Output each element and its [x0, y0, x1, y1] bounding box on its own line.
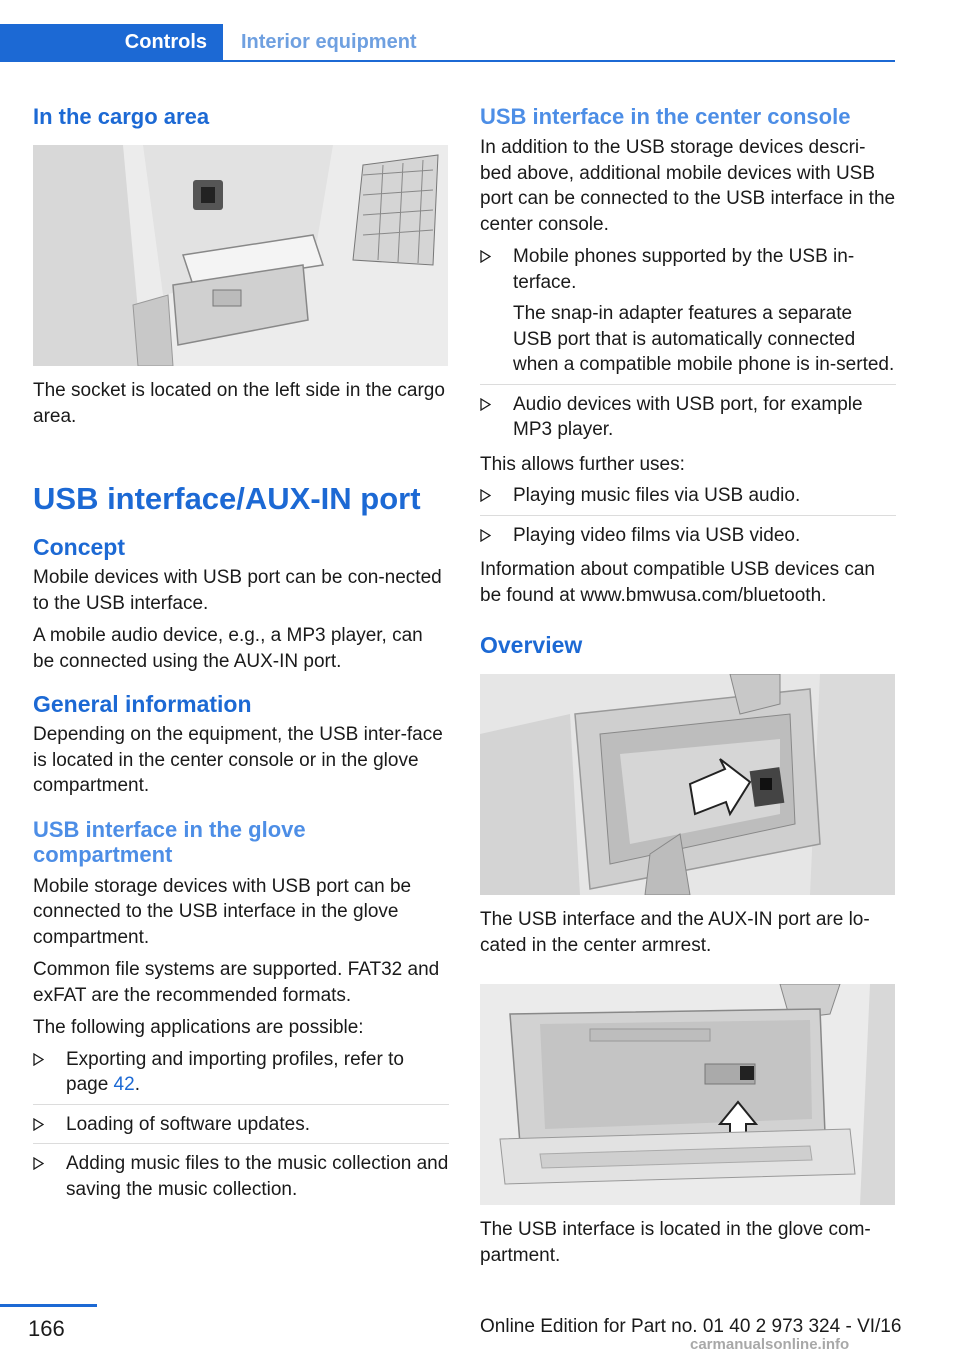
glove-usb-paragraph-2: Common file systems are supported. FAT32… — [33, 959, 440, 1006]
list-item-text-end: . — [134, 1074, 140, 1095]
cargo-area-figure — [33, 145, 448, 366]
list-item: Playing music files via USB audio. — [480, 483, 896, 516]
list-item-text: Loading of software updates. — [66, 1113, 311, 1135]
glove-usb-paragraph-1: Mobile storage devices with USB port can… — [33, 875, 412, 948]
further-uses-list: Playing music files via USB audio. Playi… — [480, 483, 896, 554]
page-number: 166 — [28, 1316, 65, 1341]
list-item-text: Exporting and importing profiles, refer … — [66, 1048, 404, 1096]
list-item: Exporting and importing profiles, refer … — [33, 1047, 449, 1105]
triangle-bullet-icon — [480, 397, 491, 411]
armrest-caption: The USB interface and the AUX-IN port ar… — [480, 909, 870, 956]
triangle-bullet-icon — [33, 1117, 44, 1131]
edition-info: Online Edition for Part no. 01 40 2 973 … — [480, 1316, 902, 1337]
console-usb-heading: USB interface in the center console — [480, 104, 851, 129]
compatible-devices-info: Information about compatible USB devices… — [480, 559, 875, 606]
tab-interior-equipment[interactable]: Interior equipment — [241, 31, 417, 53]
list-item-text: Playing video films via USB video. — [513, 524, 801, 546]
tab-controls[interactable]: Controls — [0, 24, 223, 61]
console-usb-paragraph: In addition to the USB storage devices d… — [480, 137, 896, 235]
concept-heading: Concept — [33, 534, 125, 560]
list-item-text: Audio devices with USB port, for example… — [513, 393, 863, 441]
triangle-bullet-icon — [33, 1157, 44, 1170]
triangle-bullet-icon — [480, 250, 491, 263]
page-reference-link[interactable]: 42 — [113, 1074, 135, 1095]
triangle-bullet-icon — [33, 1052, 44, 1066]
overview-heading: Overview — [480, 632, 583, 658]
list-item: Audio devices with USB port, for example… — [480, 392, 896, 449]
list-item-text: Adding music files to the music collecti… — [66, 1153, 449, 1200]
applications-list: Exporting and importing profiles, refer … — [33, 1047, 449, 1209]
chapter-header: Controls Interior equipment — [0, 24, 895, 62]
left-column: In the cargo area The socket is located … — [33, 100, 449, 1215]
glove-usb-paragraph-3: The following applications are possible: — [33, 1017, 364, 1038]
cargo-area-caption: The socket is located on the left side i… — [33, 380, 445, 427]
concept-paragraph-1: Mobile devices with USB port can be con-… — [33, 567, 442, 614]
usb-aux-heading: USB interface/AUX-IN port — [33, 481, 421, 516]
center-armrest-figure — [480, 674, 895, 895]
general-information-heading: General information — [33, 691, 252, 717]
triangle-bullet-icon — [480, 489, 491, 502]
further-uses-intro: This allows further uses: — [480, 453, 685, 475]
list-item: Loading of software updates. — [33, 1112, 449, 1144]
general-information-paragraph: Depending on the equipment, the USB inte… — [33, 724, 443, 796]
watermark: carmanualsonline.info — [690, 1336, 850, 1353]
list-item: Playing video films via USB video. — [480, 523, 896, 555]
list-item: Mobile phones supported by the USB in-te… — [480, 244, 896, 385]
footer-accent-line — [0, 1304, 97, 1307]
triangle-bullet-icon — [480, 528, 491, 542]
list-item: Adding music files to the music collecti… — [33, 1151, 449, 1208]
glove-compartment-figure — [480, 984, 895, 1205]
supported-devices-list: Mobile phones supported by the USB in-te… — [480, 244, 896, 449]
right-column: USB interface in the center console In a… — [480, 100, 896, 1268]
glove-compartment-caption: The USB interface is located in the glov… — [480, 1219, 871, 1266]
list-item-text: Mobile phones supported by the USB in-te… — [513, 246, 855, 293]
glove-usb-heading: USB interface in the glove compartment — [33, 816, 306, 867]
concept-paragraph-2: A mobile audio device, e.g., a MP3 playe… — [33, 625, 423, 672]
cargo-area-heading: In the cargo area — [33, 104, 210, 129]
list-item-subtext: The snap-in adapter features a separate … — [513, 303, 895, 375]
list-item-text: Playing music files via USB audio. — [513, 485, 801, 506]
